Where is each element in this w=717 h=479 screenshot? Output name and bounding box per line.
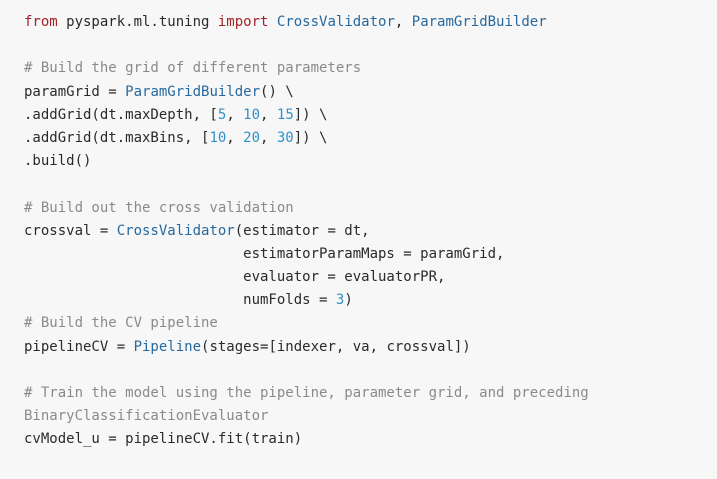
code-text-span: ) — [344, 292, 353, 309]
code-number: 10 — [209, 129, 227, 146]
code-line: BinaryClassificationEvaluator — [24, 405, 717, 428]
code-text-span: (estimator = dt, — [234, 222, 370, 239]
code-line: .build() — [24, 150, 717, 173]
code-number: 5 — [217, 106, 227, 123]
code-text-span: .addGrid(dt.maxDepth, [ — [24, 106, 218, 123]
code-line: numFolds = 3) — [24, 289, 717, 312]
code-number: 30 — [276, 129, 294, 146]
code-name: CrossValidator — [276, 14, 395, 30]
code-number: 3 — [335, 292, 345, 309]
code-line: paramGrid = ParamGridBuilder() \ — [24, 81, 717, 104]
code-text-span: , — [394, 14, 412, 30]
code-text-span: ]) \ — [293, 129, 328, 146]
code-line: evaluator = evaluatorPR, — [24, 266, 717, 289]
code-number: 20 — [243, 129, 261, 146]
code-text-span: .addGrid(dt.maxBins, [ — [24, 129, 210, 146]
code-name: CrossValidator — [116, 222, 235, 239]
code-name: Pipeline — [133, 338, 202, 355]
code-text-span: () \ — [260, 83, 294, 100]
code-comment: # Build the grid of different parameters — [24, 60, 362, 77]
code-text-span: numFolds = — [24, 292, 336, 309]
code-text-span: cvModel_u = pipelineCV.fit(train) — [24, 431, 303, 448]
code-line: # Train the model using the pipeline, pa… — [24, 382, 717, 405]
code-keyword: from — [24, 14, 58, 30]
code-text-span: ]) \ — [293, 106, 328, 123]
code-line — [24, 34, 717, 57]
code-text-span: evaluator = evaluatorPR, — [24, 269, 446, 286]
code-text-span: pyspark.ml.tuning — [57, 14, 218, 30]
code-line: # Build the CV pipeline — [24, 312, 717, 335]
code-number: 10 — [243, 106, 261, 123]
code-line: .addGrid(dt.maxDepth, [5, 10, 15]) \ — [24, 104, 717, 127]
code-text-span: , — [260, 106, 277, 123]
code-text-span: .build() — [24, 153, 92, 170]
code-line: estimatorParamMaps = paramGrid, — [24, 243, 717, 266]
code-keyword: import — [217, 14, 269, 30]
code-comment: # Train the model using the pipeline, pa… — [24, 385, 589, 401]
code-line: # Build out the cross validation — [24, 197, 717, 220]
code-text-span: (stages=[indexer, va, crossval]) — [201, 338, 471, 355]
code-line — [24, 359, 717, 382]
code-name: ParamGridBuilder — [125, 83, 261, 100]
code-line — [24, 173, 717, 196]
code-text-span: pipelineCV = — [24, 338, 134, 355]
code-line: # Build the grid of different parameters — [24, 57, 717, 80]
code-text-span: , — [226, 106, 244, 123]
code-text-span: paramGrid = — [24, 83, 126, 100]
code-line: cvModel_u = pipelineCV.fit(train) — [24, 428, 717, 451]
code-text: from pyspark.ml.tuning import CrossValid… — [24, 11, 717, 452]
code-line: from pyspark.ml.tuning import CrossValid… — [24, 11, 717, 34]
code-comment: # Build the CV pipeline — [24, 315, 218, 332]
code-text-span — [268, 14, 276, 30]
code-line: .addGrid(dt.maxBins, [10, 20, 30]) \ — [24, 127, 717, 150]
code-text-span: , — [226, 129, 244, 146]
code-line: crossval = CrossValidator(estimator = dt… — [24, 220, 717, 243]
code-line: pipelineCV = Pipeline(stages=[indexer, v… — [24, 336, 717, 359]
code-text-span: crossval = — [24, 222, 117, 239]
code-text-span: , — [260, 129, 277, 146]
code-comment: # Build out the cross validation — [24, 199, 294, 216]
code-comment: BinaryClassificationEvaluator — [24, 408, 269, 425]
code-name: ParamGridBuilder — [411, 14, 547, 30]
code-number: 15 — [276, 106, 294, 123]
code-text-span: estimatorParamMaps = paramGrid, — [24, 245, 505, 262]
